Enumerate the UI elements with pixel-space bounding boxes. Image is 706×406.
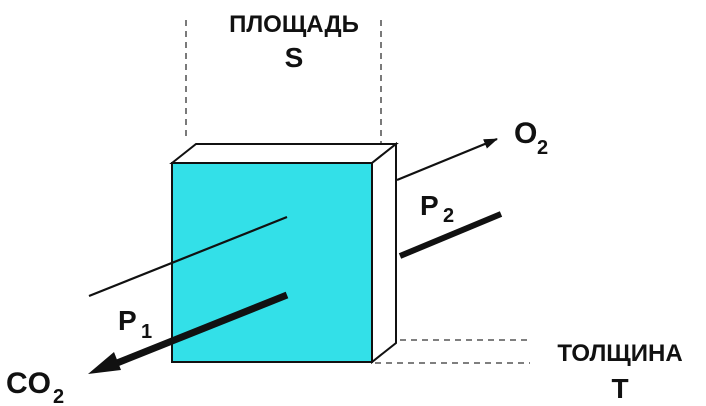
pressure2-label: P — [420, 190, 439, 221]
carbon-dioxide-label: CO — [6, 367, 51, 400]
oxygen-path-line — [88, 215, 288, 298]
oxygen-label: O — [514, 117, 537, 150]
pressure2-subscript: 2 — [443, 205, 454, 227]
pressure1-subscript: 1 — [141, 321, 152, 343]
thickness-symbol: T — [611, 373, 628, 404]
pressure1-label: P — [118, 305, 137, 336]
carbon-dioxide-arrow — [88, 291, 289, 374]
oxygen-arrow — [396, 137, 498, 182]
area-label: ПЛОЩАДЬ — [229, 11, 359, 38]
oxygen-subscript: 2 — [537, 137, 548, 159]
thickness-label: ТОЛЩИНА — [557, 340, 682, 367]
carbon-dioxide-subscript: 2 — [53, 386, 64, 406]
pressure2-bar — [398, 211, 503, 259]
area-symbol: S — [285, 42, 304, 73]
